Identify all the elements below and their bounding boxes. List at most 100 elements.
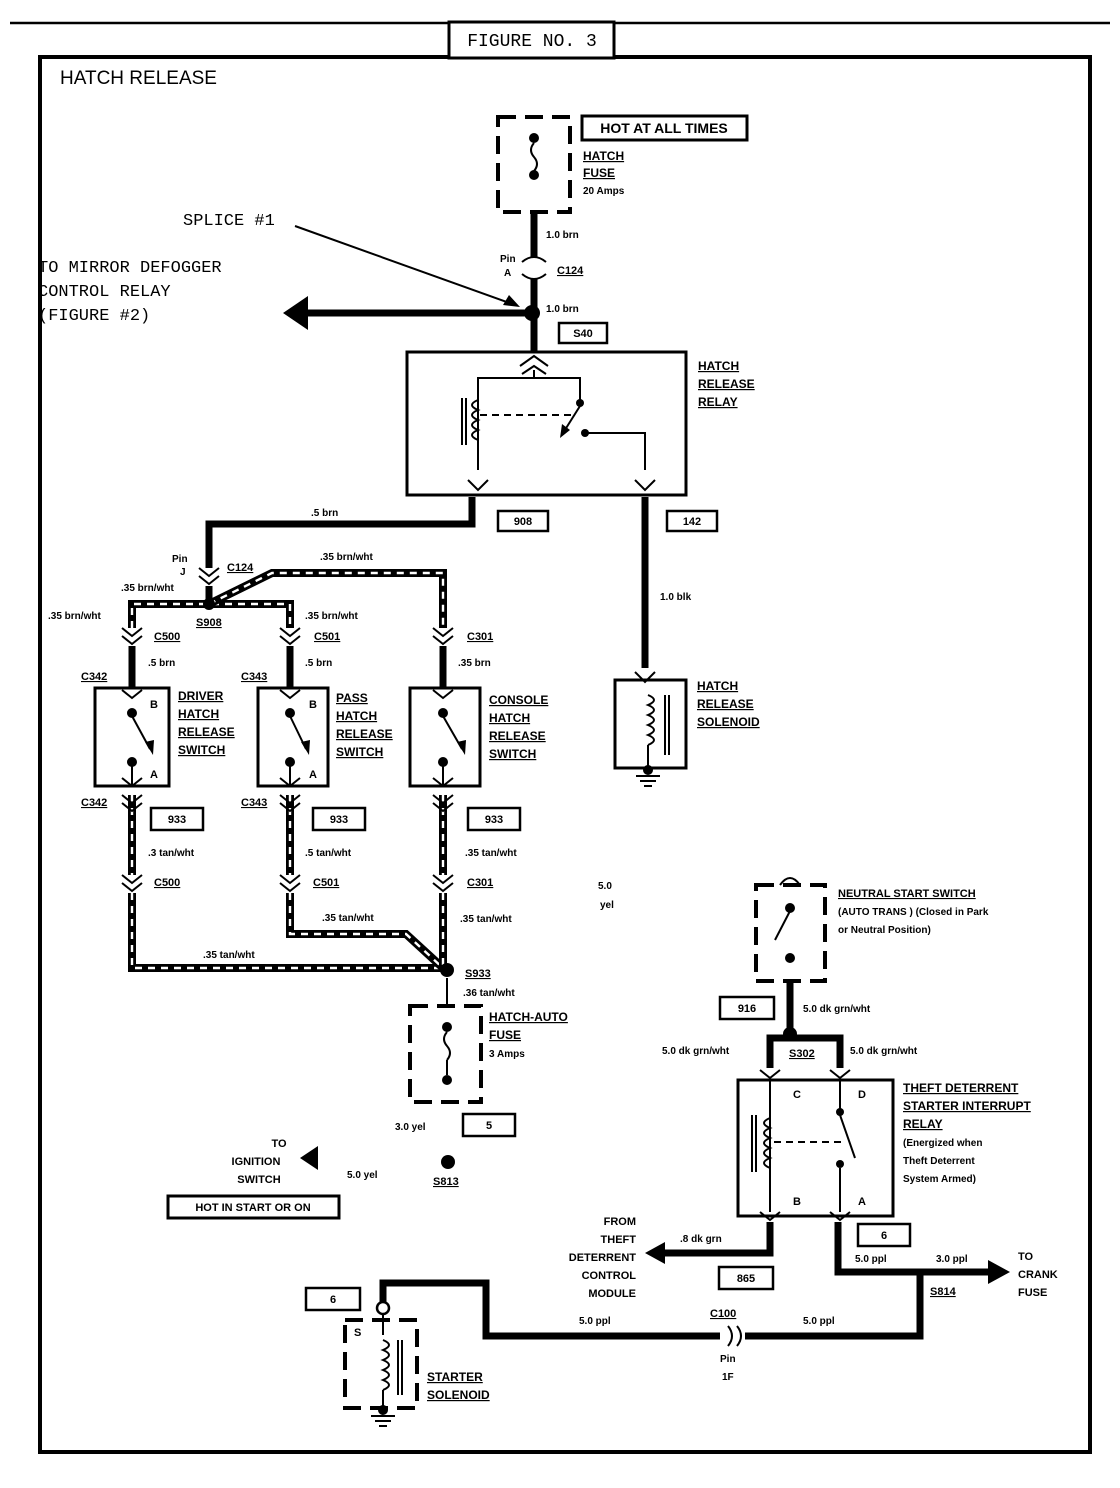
splice-1-dot xyxy=(524,305,540,321)
circuit-tag-142 xyxy=(665,509,719,533)
starter-solenoid xyxy=(343,1300,419,1427)
pass-label-2: HATCH xyxy=(336,709,377,723)
driver-pin-a: A xyxy=(150,769,158,781)
theft-relay-note-3: System Armed) xyxy=(903,1174,976,1185)
splice-s933-dot xyxy=(440,963,454,977)
to-crank-label-1: TO xyxy=(1018,1251,1034,1263)
wire-label-w18: .36 tan/wht xyxy=(463,988,515,999)
pin-j-label: Pin xyxy=(172,554,188,565)
from-theft-label-4: CONTROL xyxy=(582,1270,637,1282)
hatch-fuse xyxy=(496,115,572,214)
c343-bottom-label: C343 xyxy=(241,797,267,809)
circuit-6-b-label: 6 xyxy=(330,1294,336,1306)
c301-bottom-label: C301 xyxy=(467,877,493,889)
connector-c124-mid xyxy=(198,567,220,586)
hot-at-all-times-label: HOT AT ALL TIMES xyxy=(600,120,728,136)
relay-pin-c: C xyxy=(793,1089,801,1101)
pass-label-3: RELEASE xyxy=(336,727,393,741)
splice-1-callout: SPLICE #1 xyxy=(183,212,275,231)
wire-label-w3: .5 brn xyxy=(311,508,338,519)
wire-ppl-to-crank xyxy=(834,1222,988,1276)
from-theft-label-1: FROM xyxy=(604,1216,636,1228)
neutral-start-label-3: or Neutral Position) xyxy=(838,925,931,936)
to-ignition-label-1: TO xyxy=(271,1138,287,1150)
theft-relay-label-2: STARTER INTERRUPT xyxy=(903,1099,1031,1113)
solenoid-label-3: SOLENOID xyxy=(697,715,760,729)
wire-dk-grn-wht-split xyxy=(766,1034,844,1068)
c100-label: C100 xyxy=(710,1308,736,1320)
driver-label-3: RELEASE xyxy=(178,725,235,739)
hatch-fuse-rating: 20 Amps xyxy=(583,186,625,197)
neutral-start-label-1: NEUTRAL START SWITCH xyxy=(838,888,976,900)
driver-hatch-release-switch xyxy=(93,686,171,788)
circuit-tag-865 xyxy=(717,1265,775,1291)
theft-deterrent-relay xyxy=(736,1069,895,1222)
diagram-title: HATCH RELEASE xyxy=(60,68,217,89)
page-frame xyxy=(10,20,1110,1454)
relay-label-3: RELAY xyxy=(698,395,738,409)
mirror-callout-1: TO MIRROR DEFOGGER xyxy=(38,259,222,278)
wire-label-w14: .35 tan/wht xyxy=(465,848,517,859)
circuit-tag-933-b xyxy=(311,806,367,832)
relay-pin-b: B xyxy=(793,1196,801,1208)
wire-5-brn-relay-out xyxy=(205,497,476,568)
wire-label-w8: .35 brn/wht xyxy=(305,611,358,622)
relay-pin-d: D xyxy=(858,1089,866,1101)
mirror-callout-3: (FIGURE #2) xyxy=(38,307,150,326)
circuit-tag-6-b xyxy=(304,1286,362,1312)
wire-label-w28: 5.0 ppl xyxy=(579,1316,611,1327)
pin-j-letter: J xyxy=(180,567,186,578)
arrow-left-icon xyxy=(283,296,308,330)
starter-solenoid-label-2: SOLENOID xyxy=(427,1388,490,1402)
hot-in-start-label: HOT IN START OR ON xyxy=(195,1202,310,1214)
splice-s908-label: S908 xyxy=(196,617,222,629)
console-label-1: CONSOLE xyxy=(489,693,548,707)
wire-label-w19a: 5.0 xyxy=(598,881,612,892)
wire-label-w12: .3 tan/wht xyxy=(148,848,195,859)
pass-hatch-release-switch xyxy=(256,686,330,788)
console-label-2: HATCH xyxy=(489,711,530,725)
connector-c124-top xyxy=(521,256,547,280)
splice-s813-dot xyxy=(441,1155,455,1169)
to-crank-label-2: CRANK xyxy=(1018,1269,1058,1281)
arrow-from-theft-module-icon xyxy=(645,1242,665,1264)
from-theft-label-5: MODULE xyxy=(588,1288,636,1300)
relay-label-2: RELEASE xyxy=(698,377,755,391)
splice-leader-line xyxy=(294,225,516,306)
wire-label-w21: 5.0 yel xyxy=(347,1170,378,1181)
switch-top-connectors xyxy=(121,627,454,646)
circuit-tag-540 xyxy=(557,321,609,345)
wire-label-w4: 1.0 blk xyxy=(660,592,692,603)
solenoid-pin-s: S xyxy=(354,1327,361,1339)
splice-s933-label: S933 xyxy=(465,968,491,980)
theft-relay-label-1: THEFT DETERRENT xyxy=(903,1081,1019,1095)
hatch-auto-fuse-rating: 3 Amps xyxy=(489,1049,525,1060)
driver-label-1: DRIVER xyxy=(178,689,224,703)
wire-label-w10: .5 brn xyxy=(305,658,332,669)
driver-pin-b: B xyxy=(150,699,158,711)
circuit-5-label: 5 xyxy=(486,1120,492,1132)
splice-540-label: S40 xyxy=(573,328,593,340)
wire-label-w1: 1.0 brn xyxy=(546,230,579,241)
splice-s814-label: S814 xyxy=(930,1286,957,1298)
c124-mid-label: C124 xyxy=(227,562,254,574)
circuit-tag-908 xyxy=(496,509,550,533)
solenoid-label-1: HATCH xyxy=(697,679,738,693)
wire-label-w19b: yel xyxy=(600,900,614,911)
theft-relay-label-3: RELAY xyxy=(903,1117,943,1131)
console-hatch-release-switch xyxy=(408,686,482,788)
circuit-865-label: 865 xyxy=(737,1273,755,1285)
wire-8-dk-grn xyxy=(665,1222,774,1257)
mirror-callout-2: CONTROL RELAY xyxy=(38,283,171,302)
wire-label-w16: .35 tan/wht xyxy=(460,914,512,925)
console-label-4: SWITCH xyxy=(489,747,536,761)
neutral-start-label-2: (AUTO TRANS ) (Closed in Park xyxy=(838,907,989,918)
wire-label-w22: 5.0 dk grn/wht xyxy=(803,1004,871,1015)
hatch-fuse-label-2: FUSE xyxy=(583,166,615,180)
wire-label-w24: 5.0 dk grn/wht xyxy=(850,1046,918,1057)
c500-top-label: C500 xyxy=(154,631,180,643)
wire-5-ppl-right xyxy=(745,1272,924,1340)
circuit-tag-933-c xyxy=(466,806,522,832)
circuit-916-label: 916 xyxy=(738,1003,756,1015)
